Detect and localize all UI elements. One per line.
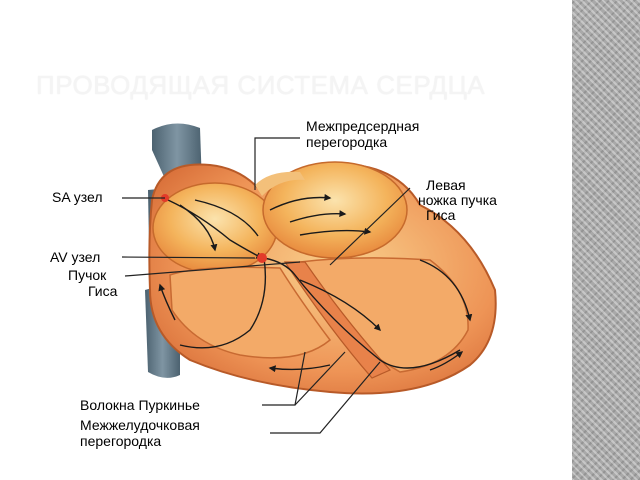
label-interventricular-2: перегородка [80, 433, 161, 449]
decorative-side-band [572, 0, 640, 480]
slide-title: ПРОВОДЯЩАЯ СИСТЕМА СЕРДЦА [36, 70, 486, 100]
leader-lines [121, 137, 411, 434]
label-left-bundle-2: ножка пучка [418, 192, 497, 208]
label-interventricular-1: Межжелудочковая [80, 417, 200, 433]
label-left-bundle-3: Гиса [426, 207, 456, 223]
label-his-1: Пучок [68, 267, 107, 283]
heart-body [148, 161, 497, 395]
label-his-2: Гиса [88, 283, 118, 299]
label-purkinje: Волокна Пуркинье [80, 397, 200, 413]
label-av-node: AV узел [50, 249, 100, 265]
label-sa-node: SA узел [52, 189, 103, 205]
conduction-pathways [158, 193, 473, 373]
av-node-marker [257, 253, 267, 263]
label-interatrial-1: Межпредсердная [306, 118, 419, 134]
label-left-bundle-1: Левая [426, 177, 466, 193]
label-interatrial-2: перегородка [306, 134, 387, 150]
